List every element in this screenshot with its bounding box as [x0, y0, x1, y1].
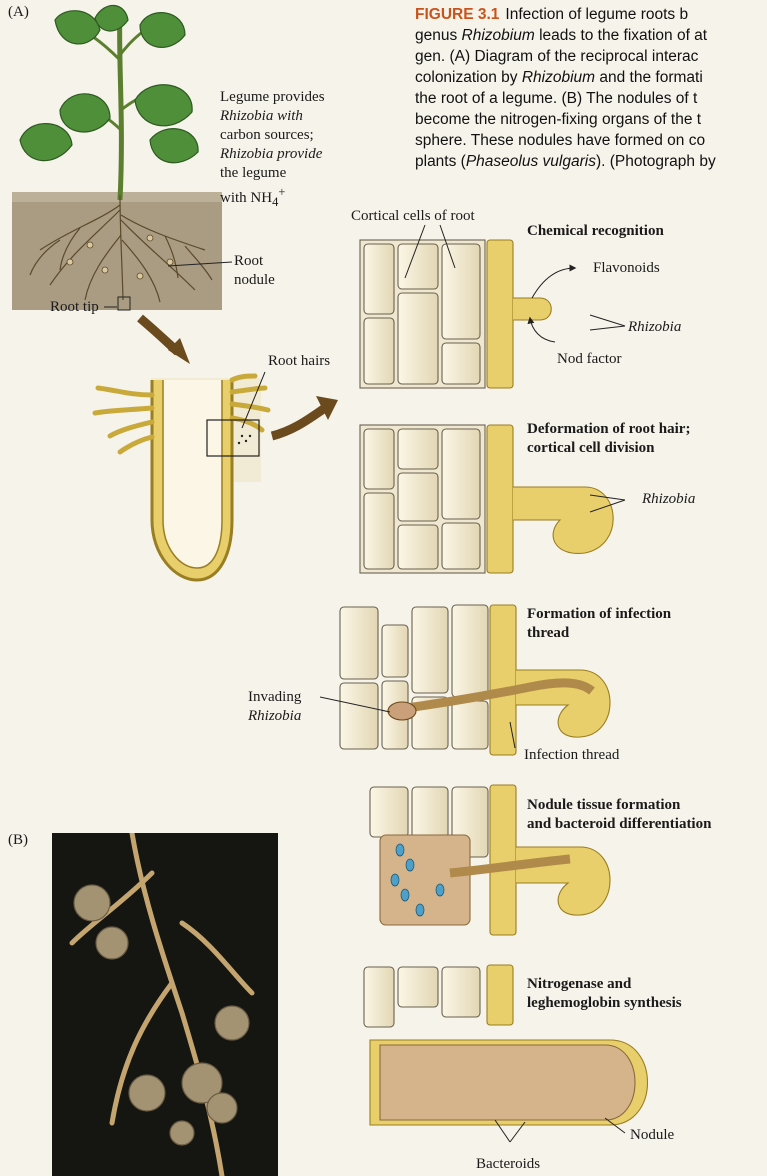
stage-5-title: Nitrogenase and leghemoglobin synthesis [527, 975, 682, 1013]
cortical-cells-label: Cortical cells of root [351, 207, 475, 226]
nod-factor-label: Nod factor [557, 350, 622, 369]
soil-block [12, 192, 222, 310]
plant-illustration [12, 5, 232, 310]
stage-2-title: Deformation of root hair; cortical cell … [527, 420, 690, 458]
stage-4-title: Nodule tissue formation and bacteroid di… [527, 796, 711, 834]
root-nodule-label: Root nodule [234, 252, 275, 290]
flavonoids-label: Flavonoids [593, 259, 660, 278]
stage-1-title: Chemical recognition [527, 222, 664, 241]
panel-label-b: (B) [8, 832, 28, 849]
root-tip-label: Root tip [50, 298, 99, 317]
root-hairs-label: Root hairs [268, 352, 330, 371]
leaves [20, 5, 198, 162]
infection-thread-label: Infection thread [524, 746, 619, 765]
panel-label-a: (A) [8, 4, 29, 21]
zoom-arrow-2 [272, 408, 325, 436]
nodule-photograph [52, 833, 278, 1176]
figure-number: FIGURE 3.1 [415, 6, 499, 23]
rhizobia-label-1: Rhizobia [628, 318, 681, 337]
nodule-label: Nodule [630, 1126, 674, 1145]
invading-rhizobia-label: Invading Rhizobia [248, 688, 301, 726]
root-tip-enlarged [95, 372, 268, 580]
rhizobia-label-2: Rhizobia [642, 490, 695, 509]
stage-3-title: Formation of infection thread [527, 605, 671, 643]
bacteroids-label: Bacteroids [476, 1155, 540, 1174]
exchange-label: Legume provides Rhizobia with carbon sou… [220, 88, 325, 212]
